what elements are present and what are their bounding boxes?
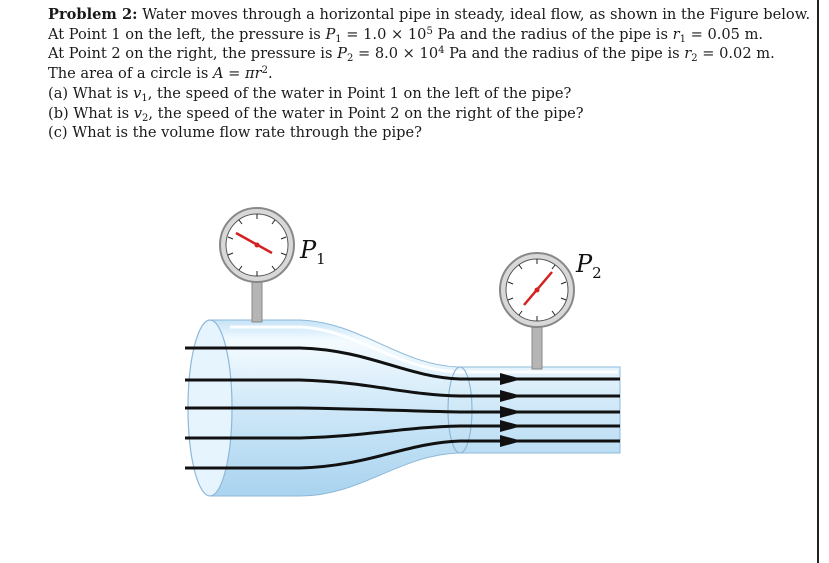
subscript: 1 xyxy=(679,33,686,45)
right-frame-border xyxy=(817,0,829,563)
point2-line: At Point 2 on the right, the pressure is… xyxy=(48,44,808,64)
problem-intro: Water moves through a horizontal pipe in… xyxy=(142,6,811,23)
gauge-1-label: P1 xyxy=(299,236,326,268)
gauge-2-label: P2 xyxy=(575,250,602,282)
pipe-cross-section xyxy=(447,366,473,454)
problem-statement: Problem 2: Water moves through a horizon… xyxy=(48,5,811,143)
arrowhead-icon xyxy=(500,373,522,385)
pipe-highlight xyxy=(230,325,618,374)
text: (a) What is xyxy=(48,84,134,102)
streamline-4 xyxy=(185,424,620,440)
text: . xyxy=(267,65,273,83)
gauge-2-pivot xyxy=(534,287,540,293)
arrowhead-icon xyxy=(500,406,522,418)
point1-line: At Point 1 on the left, the pressure is … xyxy=(48,25,808,45)
exponent: 2 xyxy=(261,65,268,77)
flow-arrows xyxy=(500,373,522,447)
var: r xyxy=(684,45,692,63)
text: , the speed of the water in Point 1 on t… xyxy=(147,84,572,102)
pressure-gauge-2 xyxy=(499,252,575,370)
gauge-2-stem xyxy=(531,321,543,370)
question-c: (c) What is the volume flow rate through… xyxy=(48,124,422,142)
pipe-body xyxy=(209,319,621,497)
problem-heading: Problem 2: xyxy=(48,6,138,23)
gauge-2-ticks xyxy=(507,259,567,321)
streamlines xyxy=(185,346,620,470)
var: v xyxy=(133,84,142,102)
gauge-1-stem xyxy=(251,279,263,323)
var: P xyxy=(337,45,347,63)
var: A xyxy=(212,65,224,83)
subscript: 1 xyxy=(335,33,342,45)
text: = 0.05 m. xyxy=(685,25,764,43)
subscript: 2 xyxy=(142,112,149,124)
text: Pa and the radius of the pipe is xyxy=(444,45,685,63)
arrowhead-icon xyxy=(500,390,522,402)
gauge-1-ticks xyxy=(227,214,287,276)
pressure-gauge-1 xyxy=(219,207,295,323)
streamline-1 xyxy=(185,346,620,381)
question-a: (a) What is v1, the speed of the water i… xyxy=(48,84,808,104)
var: r xyxy=(254,65,262,83)
subscript: 2 xyxy=(346,53,354,65)
arrowhead-icon xyxy=(500,420,522,432)
subscript: 1 xyxy=(141,92,148,104)
text: (b) What is xyxy=(48,104,134,122)
var: P xyxy=(325,25,336,43)
var: v xyxy=(133,104,143,122)
subscript: 2 xyxy=(691,53,698,65)
streamline-3 xyxy=(185,406,620,414)
gauge-1-pivot xyxy=(254,242,260,248)
var: r xyxy=(672,25,680,43)
streamline-2 xyxy=(185,378,620,398)
arrowhead-icon xyxy=(500,435,522,447)
text: = 8.0 × 10 xyxy=(353,45,439,63)
text: = 1.0 × 10 xyxy=(341,25,427,43)
text: , the speed of the water in Point 2 on t… xyxy=(148,104,584,122)
streamline-5 xyxy=(185,439,620,470)
text: At Point 1 on the left, the pressure is xyxy=(48,25,326,43)
area-line: The area of a circle is A = πr2. xyxy=(48,64,808,84)
question-b: (b) What is v2, the speed of the water i… xyxy=(48,104,808,124)
gauge-1-needle xyxy=(235,231,273,255)
text: Pa and the radius of the pipe is xyxy=(432,25,673,43)
text: = 0.02 m. xyxy=(697,45,775,63)
var: π xyxy=(245,65,255,83)
exponent: 4 xyxy=(438,45,445,57)
problem-intro-line: Problem 2: Water moves through a horizon… xyxy=(48,5,811,25)
text: At Point 2 on the right, the pressure is xyxy=(48,45,338,63)
text: = xyxy=(223,65,246,83)
exponent: 5 xyxy=(426,25,433,37)
text: The area of a circle is xyxy=(48,65,213,83)
